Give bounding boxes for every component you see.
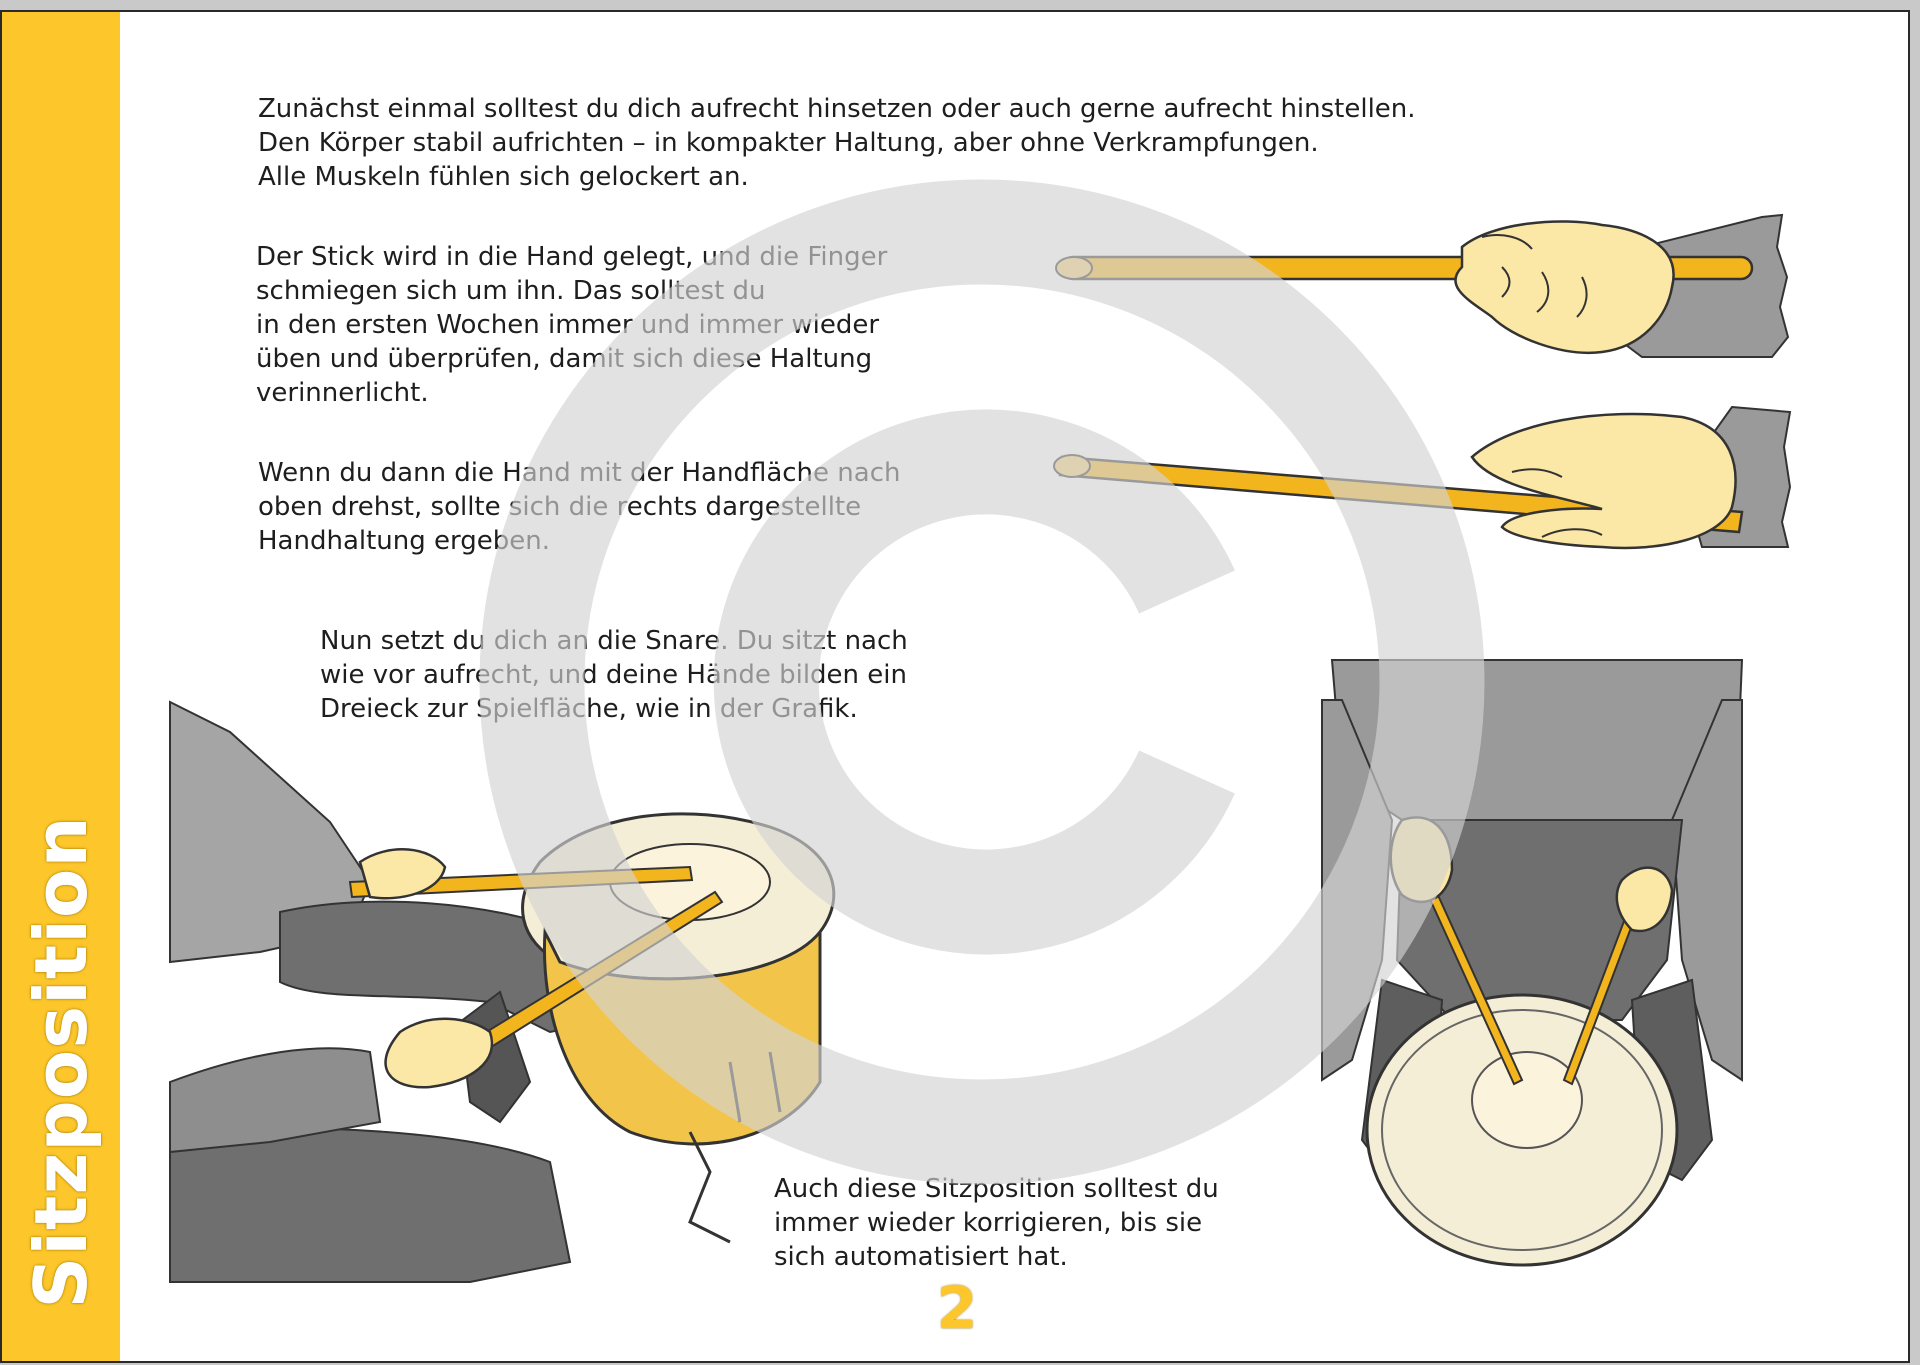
hand-holding-stick-icon bbox=[1055, 213, 1790, 358]
page-number: 2 bbox=[936, 1274, 978, 1342]
palm-up-paragraph: Wenn du dann die Hand mit der Handfläche… bbox=[258, 458, 901, 556]
top-view-snare-drummer-icon bbox=[1321, 659, 1744, 1267]
correction-paragraph: Auch diese Sitzposition solltest du imme… bbox=[774, 1174, 1219, 1272]
book-page: Sitzposition Zunächst einmal solltest du… bbox=[0, 10, 1910, 1363]
side-view-snare-drummer-icon bbox=[169, 700, 836, 1283]
palm-up-stick-icon bbox=[1053, 405, 1792, 550]
section-title: Sitzposition bbox=[19, 815, 103, 1309]
sidebar-band: Sitzposition bbox=[2, 12, 120, 1361]
intro-paragraph: Zunächst einmal solltest du dich aufrech… bbox=[258, 94, 1416, 192]
stick-grip-paragraph: Der Stick wird in die Hand gelegt, und d… bbox=[256, 242, 888, 408]
